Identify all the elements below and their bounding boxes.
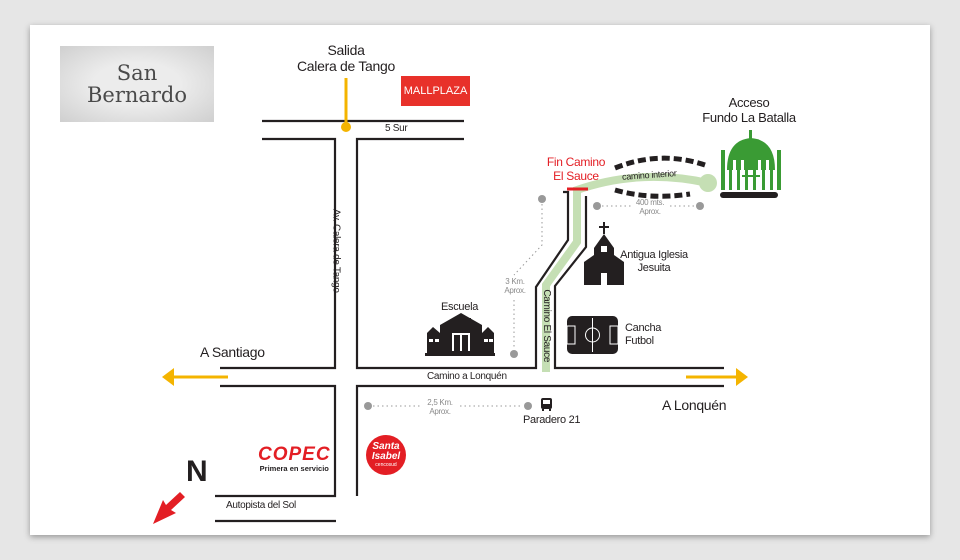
road-label-autopista: Autopista del Sol (226, 500, 296, 511)
distance-400m-line2: Aprox. (639, 207, 661, 217)
bus-stop-icon (541, 398, 552, 411)
fin-camino-label: Fin Camino El Sauce (540, 155, 612, 184)
road-label-lonquen: Camino a Lonquén (427, 371, 507, 382)
distance-2-5km-line2: Aprox. (429, 407, 451, 417)
distance-400m-line1: 400 mts. (635, 198, 665, 207)
soccer-field-icon (566, 316, 619, 354)
acceso-label: Acceso Fundo La Batalla (690, 95, 808, 126)
arrow-lonquen-icon (686, 368, 748, 386)
distance-3km: 3 Km. Aprox. (498, 277, 532, 295)
distance-3km-line1: 3 Km. (505, 277, 525, 286)
exit-dot (341, 122, 351, 132)
city-name-line2: Bernardo (86, 83, 188, 107)
road-calera-right (355, 137, 570, 370)
north-arrow-icon (153, 492, 185, 524)
iglesia-line1: Antigua Iglesia (620, 249, 688, 261)
exit-label: Salida Calera de Tango (296, 42, 396, 74)
cancha-label: Cancha Futbol (625, 322, 661, 347)
gate-icon (720, 130, 781, 198)
arrow-santiago-icon (162, 368, 228, 386)
acceso-line1: Acceso (728, 95, 770, 110)
exit-label-line1: Salida (327, 42, 365, 58)
road-lonquen-left (215, 384, 337, 498)
destination-lonquen: A Lonquén (662, 397, 727, 413)
road-el-sauce-right (553, 196, 724, 370)
city-label: San Bernardo (60, 46, 214, 122)
acceso-line2: Fundo La Batalla (702, 109, 796, 125)
distance-2-5km: 2,5 Km. Aprox. (420, 398, 460, 416)
destination-santiago: A Santiago (200, 344, 265, 360)
mallplaza-logo: MALLPLAZA (401, 76, 470, 106)
santa-isabel-sub: cencosud (375, 462, 397, 469)
escuela-label: Escuela (441, 301, 479, 313)
route-end-dot (699, 174, 717, 192)
interior-road-top (614, 155, 706, 171)
copec-tagline: Primera en servicio (259, 464, 329, 473)
road-calera-left (220, 137, 337, 370)
route-camino-el-sauce (542, 172, 709, 372)
road-lonquen-right (355, 384, 724, 496)
mallplaza-text: MALLPLAZA (403, 85, 468, 97)
city-name-line1: San (116, 60, 158, 85)
iglesia-label: Antigua Iglesia Jesuita (614, 249, 694, 274)
santa-isabel-line2: Isabel (371, 450, 401, 462)
cancha-line1: Cancha (625, 322, 662, 334)
road-label-calera: Av. Calera de Tango (330, 208, 342, 293)
cancha-line2: Futbol (625, 334, 654, 347)
church-icon (584, 222, 624, 285)
interior-road-bottom (614, 187, 691, 199)
santa-isabel-logo: Santa Isabel cencosud (366, 435, 406, 475)
road-label-el-sauce: Camino El Sauce (541, 289, 553, 363)
paradero-label: Paradero 21 (523, 414, 581, 426)
compass-north-label: N (186, 455, 208, 488)
exit-label-line2: Calera de Tango (297, 58, 395, 75)
road-network (215, 119, 724, 523)
iglesia-line2: Jesuita (637, 261, 671, 274)
copec-text: COPEC (258, 444, 331, 465)
school-icon (425, 313, 495, 356)
santa-isabel-line1: Santa (372, 441, 400, 453)
distance-markers (364, 195, 704, 410)
distance-2-5km-line1: 2,5 Km. (427, 398, 453, 407)
fin-camino-line2: El Sauce (553, 168, 599, 183)
distance-400m: 400 mts. Aprox. (630, 198, 670, 216)
copec-logo: COPEC Primera en servicio (258, 445, 331, 473)
fin-camino-line1: Fin Camino (546, 155, 606, 169)
road-label-5-sur: 5 Sur (385, 123, 408, 134)
distance-3km-line2: Aprox. (504, 286, 526, 296)
